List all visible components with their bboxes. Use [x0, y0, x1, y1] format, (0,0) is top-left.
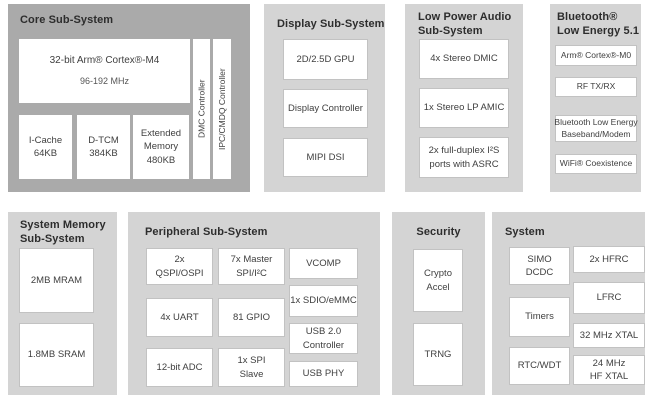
section-bluetooth: Bluetooth® Low Energy 5.1 Arm® Cortex®-M…: [550, 4, 641, 192]
block-lfrc: LFRC: [573, 282, 645, 314]
block-wifi-coexistence: WiFi® Coexistence: [555, 154, 637, 174]
block-adc: 12-bit ADC: [146, 348, 213, 387]
block-rtc-wdt: RTC/WDT: [509, 347, 570, 385]
section-system-memory: System Memory Sub-System 2MB MRAM 1.8MB …: [8, 212, 117, 395]
block-ble-baseband-modem: Bluetooth Low Energy Baseband/Modem: [554, 115, 638, 142]
block-stereo-dmic: 4x Stereo DMIC: [419, 39, 509, 79]
section-peripheral-subsystem: Peripheral Sub-System 2x QSPI/OSPI 4x UA…: [128, 212, 380, 395]
block-rf-tx-rx: RF TX/RX: [555, 77, 637, 97]
block-qspi-ospi: 2x QSPI/OSPI: [146, 248, 213, 285]
block-display-controller: Display Controller: [283, 89, 368, 128]
block-crypto-accel: Crypto Accel: [413, 249, 463, 312]
section-system: System SIMO DCDC Timers RTC/WDT 2x HFRC …: [492, 212, 645, 395]
block-stereo-lp-amic: 1x Stereo LP AMIC: [419, 88, 509, 128]
block-icache: I-Cache 64KB: [19, 115, 72, 179]
bluetooth-title: Bluetooth® Low Energy 5.1: [557, 11, 640, 38]
block-sram: 1.8MB SRAM: [19, 323, 94, 387]
block-simo-dcdc: SIMO DCDC: [509, 247, 570, 285]
block-dmc-controller: DMC Controller: [193, 39, 210, 179]
section-display-subsystem: Display Sub-System 2D/2.5D GPU Display C…: [264, 4, 385, 192]
peripheral-subsystem-title: Peripheral Sub-System: [145, 226, 268, 238]
block-32mhz-xtal: 32 MHz XTAL: [573, 323, 645, 348]
audio-subsystem-title: Low Power Audio Sub-System: [418, 11, 512, 38]
block-usb-phy: USB PHY: [289, 361, 358, 387]
block-cortex-m0: Arm® Cortex®-M0: [555, 45, 637, 66]
block-24mhz-hf-xtal: 24 MHz HF XTAL: [573, 355, 645, 385]
block-ipc-cmdq-controller: IPC/CMDQ Controller: [213, 39, 231, 179]
block-i2s-ports: 2x full-duplex I²S ports with ASRC: [419, 137, 509, 178]
section-audio-subsystem: Low Power Audio Sub-System 4x Stereo DMI…: [405, 4, 523, 192]
block-vcomp: VCOMP: [289, 248, 358, 279]
cpu-name-label: 32-bit Arm® Cortex®-M4: [49, 55, 160, 67]
block-gpu: 2D/2.5D GPU: [283, 39, 368, 80]
block-mipi-dsi: MIPI DSI: [283, 138, 368, 177]
system-title: System: [505, 226, 545, 238]
block-sdio-emmc: 1x SDIO/eMMC: [289, 285, 358, 317]
display-subsystem-title: Display Sub-System: [277, 18, 385, 30]
block-mram: 2MB MRAM: [19, 248, 94, 313]
block-gpio: 81 GPIO: [218, 298, 285, 337]
system-memory-title: System Memory Sub-System: [20, 219, 106, 246]
block-cortex-m4-cpu: 32-bit Arm® Cortex®-M4 96-192 MHz: [19, 39, 190, 103]
cpu-frequency-label: 96-192 MHz: [79, 76, 130, 87]
block-extended-memory: Extended Memory 480KB: [133, 115, 189, 179]
block-spi-slave: 1x SPI Slave: [218, 348, 285, 387]
block-uart: 4x UART: [146, 298, 213, 337]
block-master-spi-i2c: 7x Master SPI/I²C: [218, 248, 285, 285]
block-usb2-controller: USB 2.0 Controller: [289, 323, 358, 354]
block-trng: TRNG: [413, 323, 463, 386]
security-title: Security: [416, 226, 461, 238]
section-security: Security Crypto Accel TRNG: [392, 212, 485, 395]
block-hfrc: 2x HFRC: [573, 246, 645, 273]
section-core-subsystem: Core Sub-System 32-bit Arm® Cortex®-M4 9…: [8, 4, 250, 192]
block-dtcm: D-TCM 384KB: [77, 115, 130, 179]
core-subsystem-title: Core Sub-System: [20, 14, 114, 26]
block-timers: Timers: [509, 297, 570, 337]
